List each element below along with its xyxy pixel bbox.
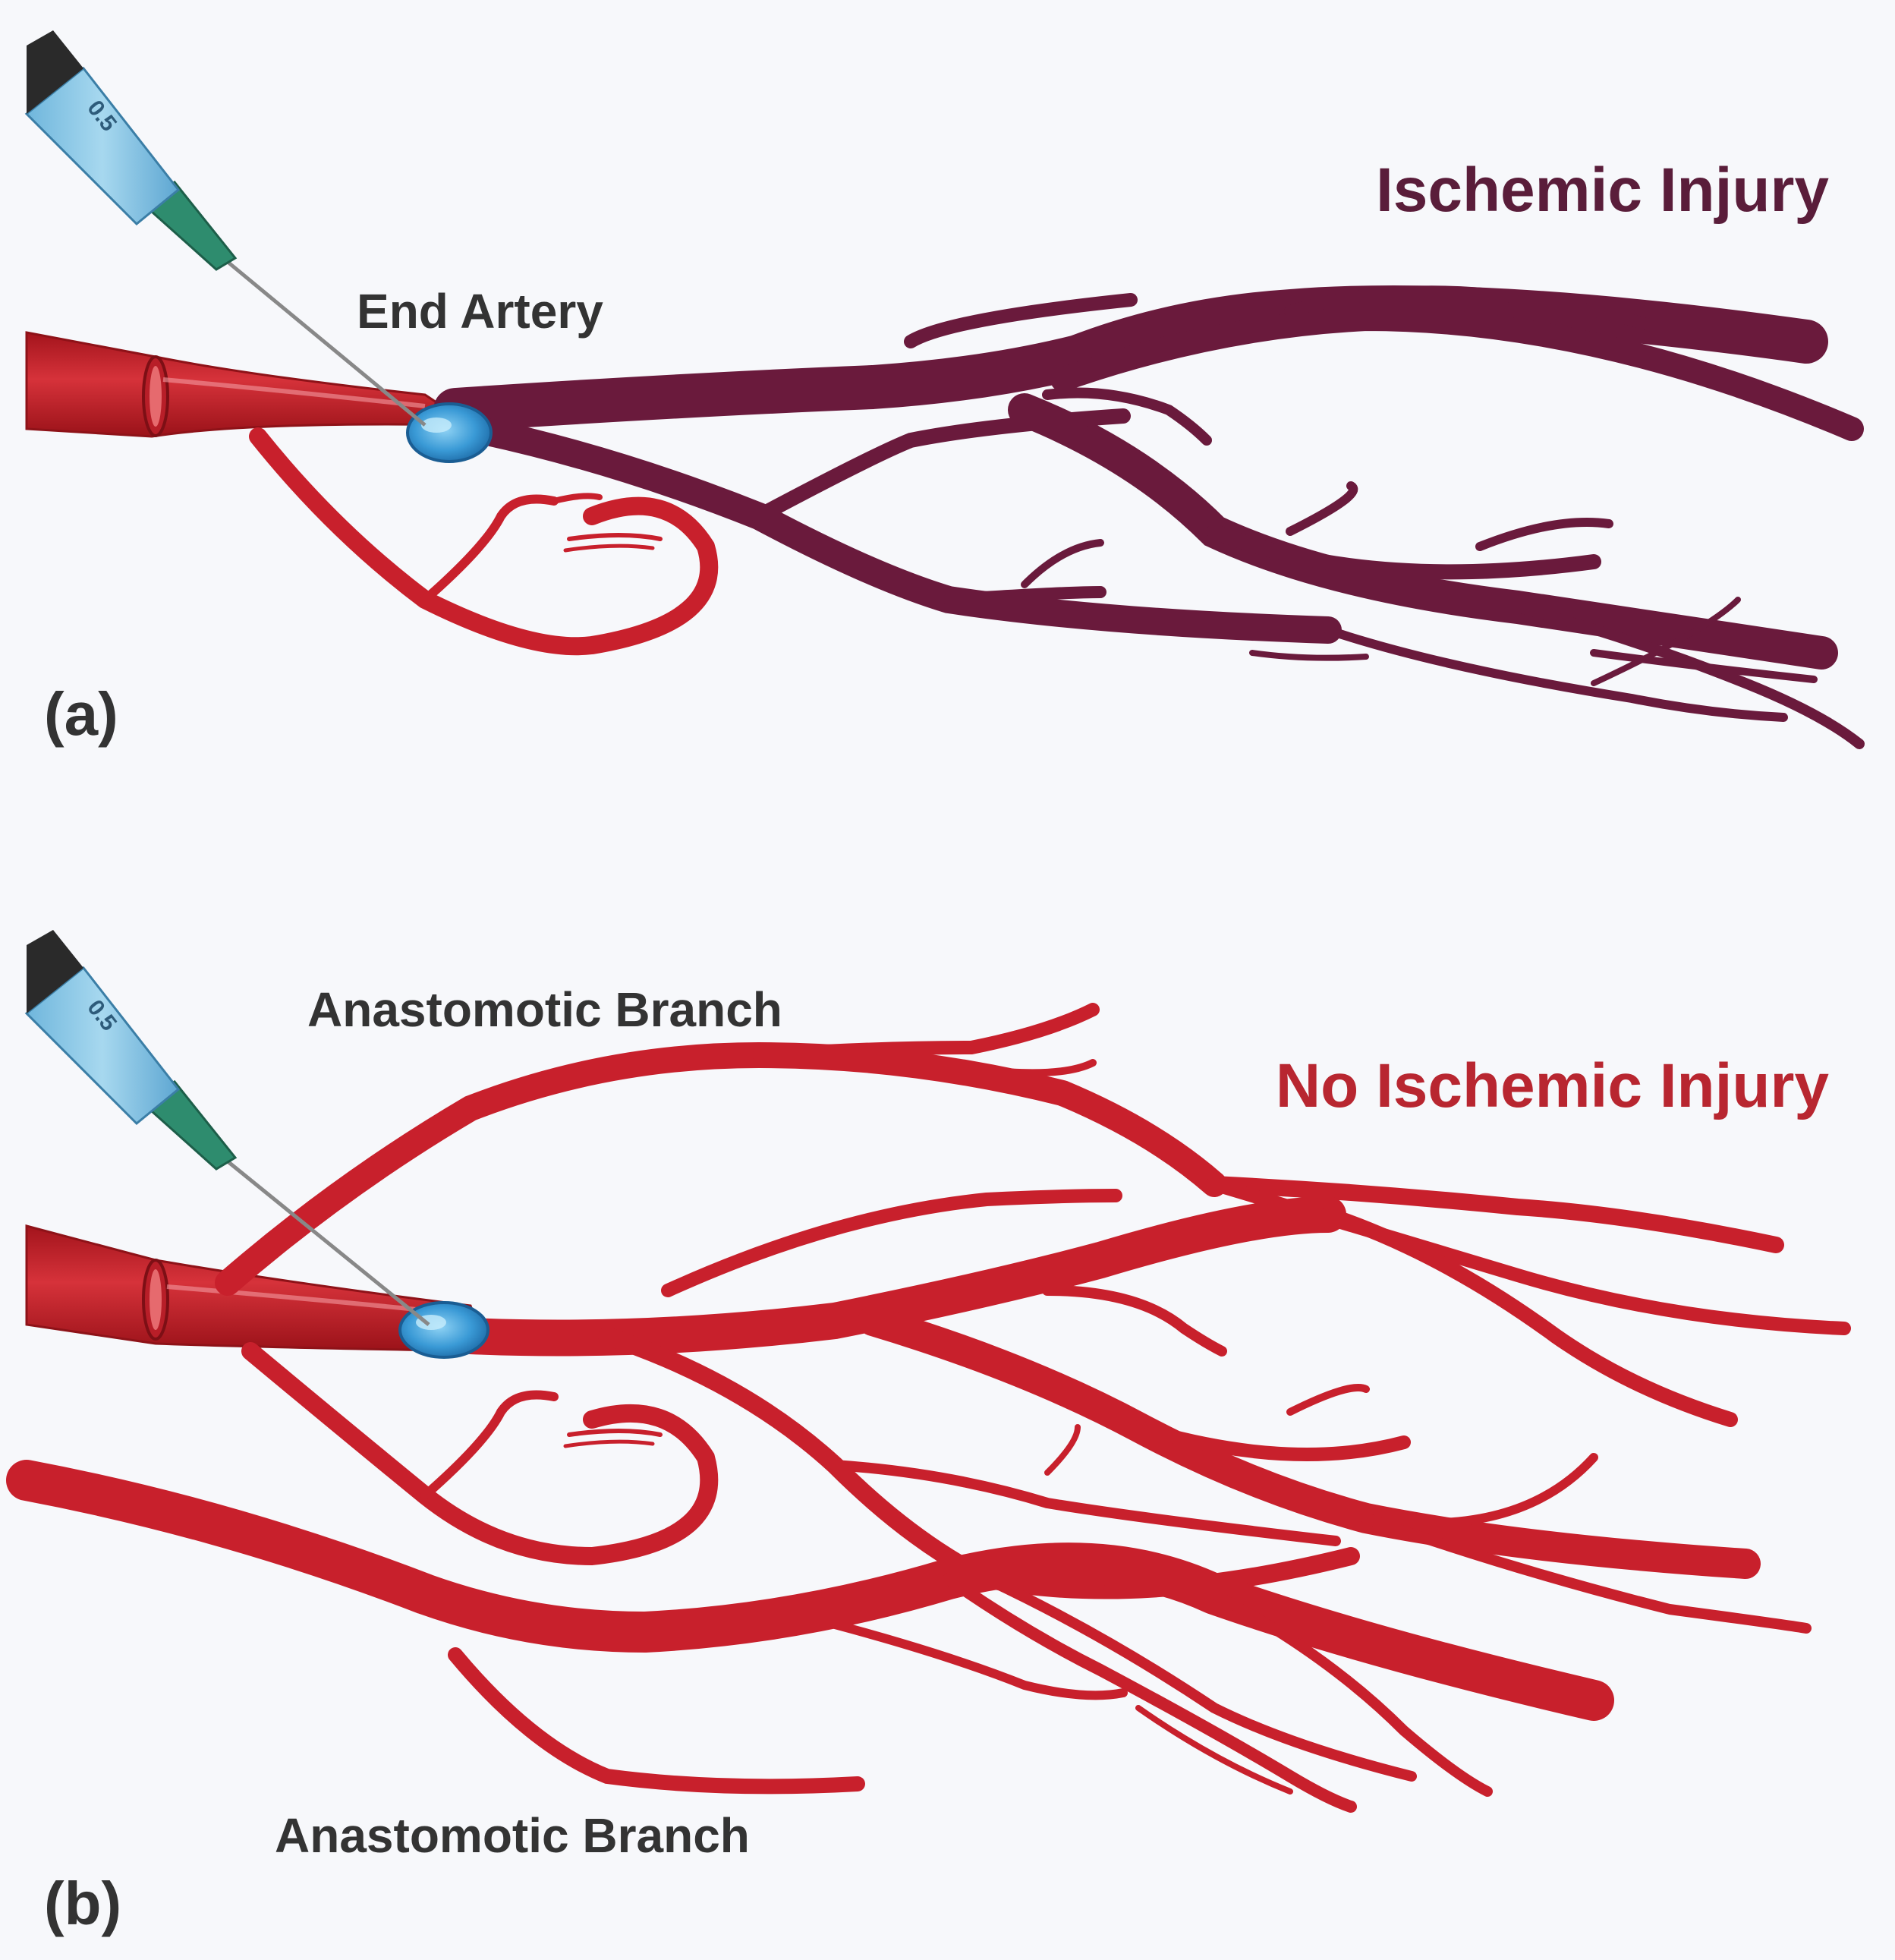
panel-b: 0.5 Anastomotic Branch No Ischemic Injur…: [6, 930, 1851, 1937]
needle-a: [226, 260, 427, 427]
outcome-title-no-ischemic: No Ischemic Injury: [1276, 1051, 1830, 1120]
syringe-a: 0.5: [24, 30, 427, 427]
syringe-plunger-a: [27, 30, 83, 114]
ischemic-distal-tree: [433, 285, 1865, 749]
panel-a: 0.5 End Artery Ischemic Injury (a): [24, 30, 1865, 749]
panel-letter-a: (a): [44, 680, 118, 748]
outcome-title-ischemic: Ischemic Injury: [1376, 156, 1829, 225]
upper-anastomotic-branch-label: Anastomotic Branch: [307, 982, 782, 1037]
proximal-artery-trunk-a: [25, 331, 475, 438]
perfused-distal-tree: [6, 1003, 1851, 1813]
needle-b: [226, 1160, 430, 1326]
vessel-label-end-artery: End Artery: [357, 284, 603, 339]
syringe-plunger-b: [27, 930, 83, 1013]
panel-letter-b: (b): [44, 1870, 121, 1937]
embolus-a: [406, 402, 493, 463]
syringe-b: 0.5: [24, 930, 430, 1326]
lower-anastomotic-branch-label: Anastomotic Branch: [275, 1808, 750, 1863]
healthy-side-branch-a: [249, 427, 719, 656]
